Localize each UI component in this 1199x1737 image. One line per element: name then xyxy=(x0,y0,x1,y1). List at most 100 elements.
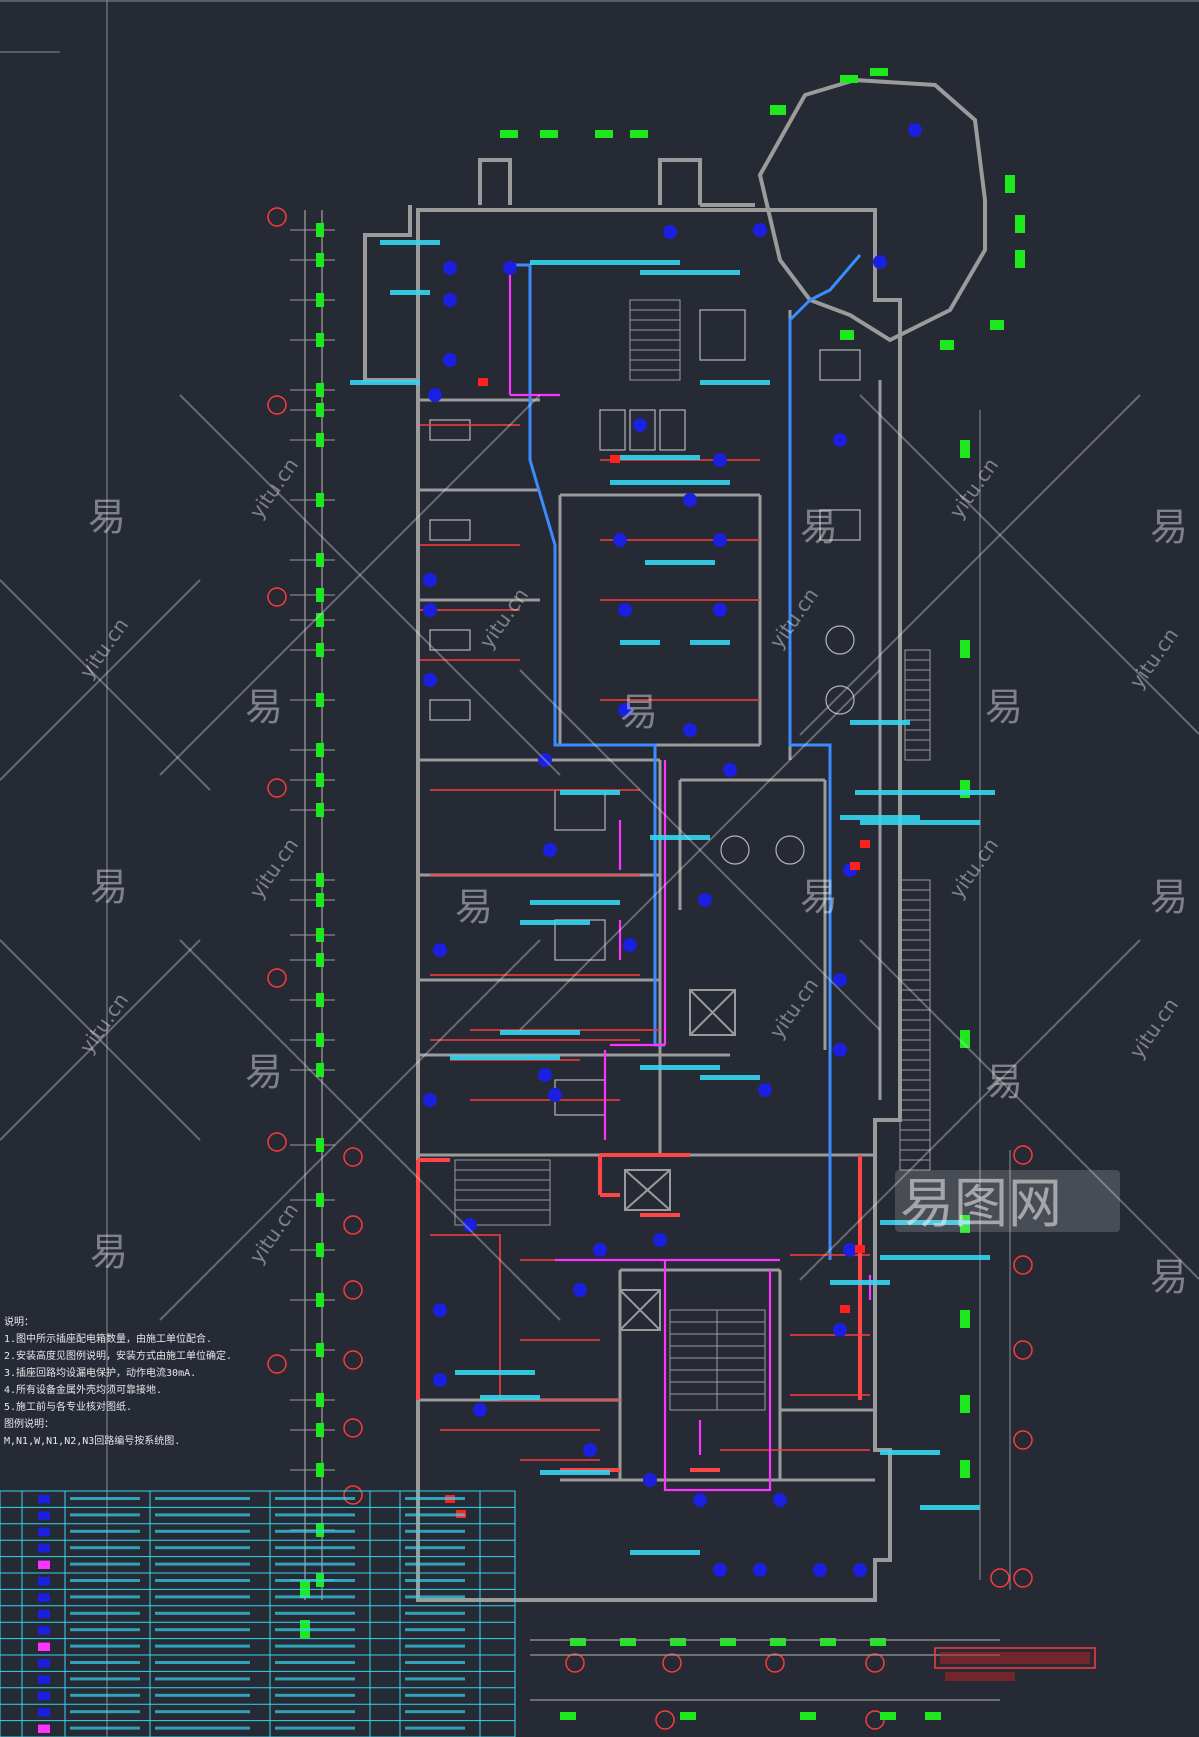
legend-text-bar xyxy=(275,1693,355,1697)
green-marker xyxy=(800,1712,816,1720)
bottom-dimension-axis xyxy=(530,1639,1000,1701)
green-marker xyxy=(316,253,324,267)
legend-text-bar xyxy=(275,1644,355,1648)
blue-device xyxy=(543,843,557,857)
green-marker xyxy=(316,1138,324,1152)
blue-device xyxy=(443,261,457,275)
green-marker xyxy=(316,1293,324,1307)
cyan-label xyxy=(630,1550,700,1555)
green-marker xyxy=(316,1193,324,1207)
green-marker xyxy=(595,130,613,138)
blue-device xyxy=(423,603,437,617)
legend-text-bar xyxy=(155,1529,250,1533)
cyan-label xyxy=(700,380,770,385)
blue-device xyxy=(633,418,647,432)
watermark-glyph: 易 xyxy=(620,690,658,734)
cyan-label xyxy=(690,640,730,645)
blue-device xyxy=(473,1403,487,1417)
legend-symbol xyxy=(38,1511,50,1520)
blue-device xyxy=(813,1563,827,1577)
cyan-label xyxy=(860,820,980,825)
axis-bubble xyxy=(267,968,287,988)
green-marker xyxy=(560,1712,576,1720)
legend-text-bar xyxy=(275,1628,355,1632)
watermark-glyph: 易 xyxy=(1150,875,1188,919)
blue-device xyxy=(873,255,887,269)
legend-text-bar xyxy=(405,1628,465,1632)
legend-text-bar xyxy=(155,1628,250,1632)
cyan-label xyxy=(640,1065,720,1070)
green-marker xyxy=(960,1395,970,1413)
legend-text-bar xyxy=(155,1497,250,1500)
watermark-glyph: 易 xyxy=(245,685,283,729)
green-marker xyxy=(870,1638,886,1646)
axis-bubble xyxy=(343,1147,363,1167)
green-marker xyxy=(770,1638,786,1646)
legend-symbol xyxy=(38,1495,50,1504)
green-marker xyxy=(1015,215,1025,233)
legend-symbol xyxy=(38,1560,50,1569)
green-marker xyxy=(316,773,324,787)
red-device xyxy=(850,862,860,870)
watermark-glyph: 易 xyxy=(1150,505,1188,549)
blue-device xyxy=(698,893,712,907)
green-marker xyxy=(316,223,324,237)
legend-text-bar xyxy=(70,1562,140,1566)
blue-device xyxy=(713,453,727,467)
legend-symbol xyxy=(38,1691,50,1701)
notes-line-3: 3.插座回路均设漏电保护，动作电流30mA. xyxy=(4,1368,197,1379)
cyan-label xyxy=(880,1220,970,1225)
legend-text-bar xyxy=(275,1562,355,1566)
cyan-label xyxy=(920,1505,980,1510)
cyan-label xyxy=(645,560,715,565)
blue-device xyxy=(643,1473,657,1487)
watermark-glyph: 易 xyxy=(985,685,1023,729)
legend-text-bar xyxy=(275,1595,355,1599)
legend-symbol xyxy=(38,1544,50,1553)
green-marker xyxy=(990,320,1004,330)
blue-device xyxy=(843,1243,857,1257)
legend-text-bar xyxy=(70,1595,140,1599)
legend-text-bar xyxy=(70,1546,140,1550)
legend-symbol xyxy=(38,1724,50,1733)
legend-text-bar xyxy=(155,1595,250,1599)
cyan-label xyxy=(530,900,620,905)
legend-text-bar xyxy=(405,1693,465,1697)
blue-device xyxy=(538,753,552,767)
green-marker xyxy=(316,1463,324,1477)
blue-device xyxy=(833,1323,847,1337)
cyan-label xyxy=(700,1075,760,1080)
legend-symbol xyxy=(38,1659,50,1668)
legend-text-bar xyxy=(70,1611,140,1615)
watermark-glyph: 易 xyxy=(90,865,128,909)
blue-device xyxy=(833,973,847,987)
cyan-label xyxy=(850,720,910,725)
cyan-label xyxy=(840,815,920,820)
green-marker xyxy=(960,1310,970,1328)
cyan-label xyxy=(640,270,740,275)
axis-bubble xyxy=(1013,1255,1033,1275)
design-notes: 说明： 1.图中所示插座配电箱数量，由施工单位配合. 2.安装高度见图例说明，安… xyxy=(4,1314,304,1450)
cable-tray-routes xyxy=(515,254,862,1260)
notes-line-1: 1.图中所示插座配电箱数量，由施工单位配合. xyxy=(4,1334,213,1345)
blue-device xyxy=(613,533,627,547)
axis-bubble xyxy=(267,778,287,798)
green-marker xyxy=(316,1343,324,1357)
blue-device xyxy=(573,1283,587,1297)
cyan-label xyxy=(620,455,700,460)
axis-bubble xyxy=(343,1418,363,1438)
legend-text-bar xyxy=(155,1546,250,1550)
axis-bubble xyxy=(267,395,287,415)
green-marker xyxy=(500,130,518,138)
legend-text-bar xyxy=(70,1677,140,1681)
grid-axis-bubbles xyxy=(267,207,1033,1730)
green-marker xyxy=(960,640,970,658)
watermark-logo: 易图网 xyxy=(895,1170,1120,1235)
blue-device xyxy=(653,1233,667,1247)
green-marker xyxy=(960,1030,970,1048)
legend-text-bar xyxy=(70,1628,140,1632)
cyan-label xyxy=(380,240,440,245)
left-axis-ticks xyxy=(290,229,335,1581)
